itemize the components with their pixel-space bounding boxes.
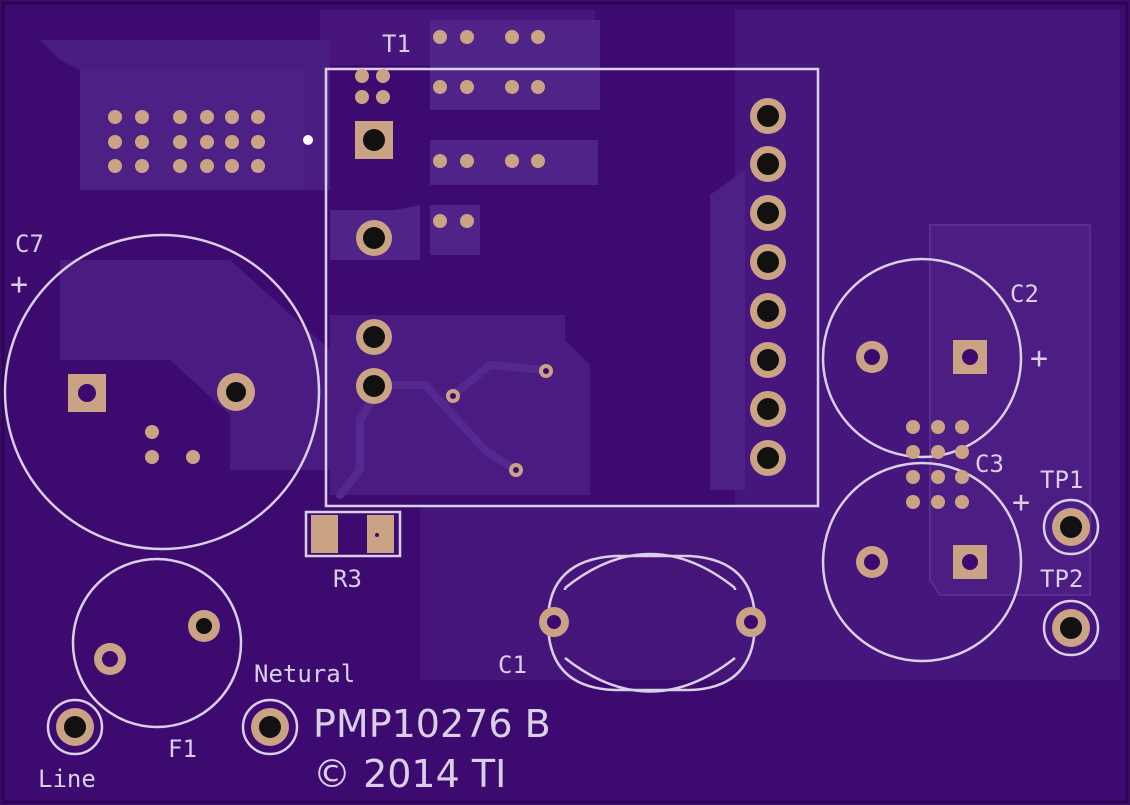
traces <box>336 361 549 499</box>
label-t1: T1 <box>382 30 411 58</box>
c7-outline <box>3 233 321 551</box>
f1-pads <box>94 610 220 675</box>
label-c7: C7 <box>15 230 44 258</box>
left-via-grid <box>108 110 265 173</box>
t1-outline <box>324 67 820 508</box>
c2-outline <box>821 257 1023 459</box>
c3-via-grid <box>906 420 969 509</box>
label-c7-plus: + <box>10 267 28 302</box>
c1-capsule <box>546 554 757 692</box>
r3-pads <box>311 515 394 553</box>
label-c3: C3 <box>975 450 1004 478</box>
silkscreen-labels: T1 C7 + C2 + C3 + TP1 TP2 R3 C1 F1 Netur… <box>10 30 1083 796</box>
line-outline <box>46 698 104 756</box>
test-point-pads <box>56 508 1090 746</box>
label-c3-plus: + <box>1012 485 1030 520</box>
netural-outline <box>241 698 299 756</box>
label-tp1: TP1 <box>1040 466 1083 494</box>
r3-outline <box>304 510 402 558</box>
f1-outline <box>71 557 243 729</box>
c1-sides <box>563 588 737 590</box>
label-copyright: © 2014 TI <box>313 752 506 796</box>
c1-pads <box>539 607 766 637</box>
tp1-outline <box>1042 498 1100 556</box>
t1-pins <box>303 98 786 476</box>
silkscreen-outlines <box>3 67 1100 756</box>
c2-pads <box>856 340 987 374</box>
label-r3: R3 <box>333 565 362 593</box>
label-tp2: TP2 <box>1040 565 1083 593</box>
c7-via-pads <box>145 425 200 464</box>
label-netural: Netural <box>254 660 355 688</box>
via-pads <box>108 30 969 509</box>
label-board-id: PMP10276 B <box>313 702 551 746</box>
c3-outline <box>821 461 1023 663</box>
label-line: Line <box>38 765 96 793</box>
c1-outline <box>564 552 736 693</box>
label-c2: C2 <box>1010 280 1039 308</box>
label-c1: C1 <box>498 651 527 679</box>
c7-pads <box>68 373 255 412</box>
t1-via-pairs <box>355 30 545 228</box>
label-f1: F1 <box>168 735 197 763</box>
t1-pin1-dot <box>303 135 313 145</box>
tp2-outline <box>1042 599 1100 657</box>
via-drills <box>450 368 549 473</box>
c3-pads <box>856 545 987 579</box>
label-c2-plus: + <box>1030 341 1048 376</box>
